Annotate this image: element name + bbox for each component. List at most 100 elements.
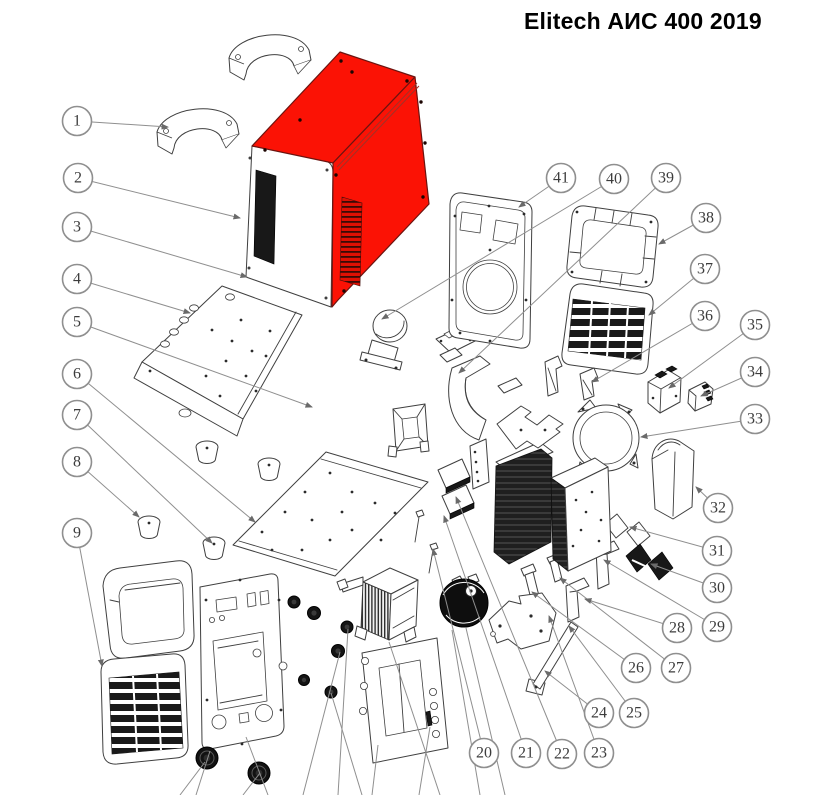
callout-circle-26 (620, 652, 652, 684)
callout-number-38: 38 (698, 210, 714, 227)
part-handle-top (228, 34, 312, 81)
callout-31: 31 (701, 535, 733, 567)
leader-line-26 (531, 591, 637, 669)
callout-circle-29 (701, 611, 733, 643)
callout-circle-41 (545, 162, 577, 194)
callout-32: 32 (702, 492, 734, 524)
callout-circle-25 (618, 697, 650, 729)
leader-line-28 (584, 598, 678, 629)
callout-circle-7 (61, 399, 93, 431)
callout-number-2: 2 (74, 170, 82, 187)
callout-35: 35 (739, 309, 771, 341)
part-mount-plate (488, 592, 557, 650)
callout-38: 38 (690, 202, 722, 234)
part-insulator-plates (604, 513, 651, 547)
leader-line-4 (76, 278, 191, 314)
callout-number-8: 8 (73, 454, 81, 471)
callout-2: 2 (62, 162, 94, 194)
callout-circle-6 (61, 358, 93, 390)
callout-circle-31 (701, 535, 733, 567)
leader-line-35 (668, 324, 756, 389)
part-knobs-and-feet (195, 595, 354, 785)
callout-1: 1 (61, 105, 93, 137)
leader-lines-to-hidden-callouts (179, 627, 506, 795)
callout-number-27: 27 (668, 660, 684, 677)
callout-circle-27 (660, 652, 692, 684)
part-heatsink-left (493, 441, 554, 565)
callout-number-36: 36 (697, 308, 713, 325)
leader-line-39 (458, 177, 667, 374)
callout-number-31: 31 (709, 543, 725, 560)
callout-circle-22 (546, 738, 578, 770)
callout-circle-30 (701, 572, 733, 604)
part-heatsink-right (550, 457, 612, 572)
callout-number-5: 5 (73, 314, 81, 331)
callout-circle-21 (510, 737, 542, 769)
callout-number-21: 21 (518, 745, 534, 762)
part-terminal-connector (687, 381, 714, 412)
leader-line-7 (76, 414, 213, 544)
callout-number-25: 25 (626, 705, 642, 722)
leader-line-offscreen (465, 627, 506, 795)
callout-circle-8 (61, 446, 93, 478)
part-outer-cover-highlighted (245, 51, 430, 308)
callout-29: 29 (701, 611, 733, 643)
callout-25: 25 (618, 697, 650, 729)
leader-line-33 (640, 418, 756, 439)
leader-line-offscreen (388, 641, 441, 795)
callout-circle-28 (661, 612, 693, 644)
leader-line-36 (591, 315, 706, 383)
part-ecore-transformer (387, 403, 430, 458)
leader-line-2 (77, 177, 241, 220)
leader-line-9 (76, 532, 104, 667)
callout-number-6: 6 (73, 366, 81, 383)
callout-30: 30 (701, 572, 733, 604)
part-handle-carry (156, 108, 240, 155)
callout-number-37: 37 (697, 261, 713, 278)
part-mount-brackets (497, 355, 599, 401)
callout-23: 23 (583, 737, 615, 769)
callout-circle-39 (650, 162, 682, 194)
callout-circle-33 (739, 403, 771, 435)
leader-line-21 (443, 515, 527, 754)
callout-circle-38 (690, 202, 722, 234)
callout-circle-36 (689, 300, 721, 332)
callout-number-1: 1 (73, 113, 81, 130)
callout-circle-32 (702, 492, 734, 524)
callout-number-39: 39 (658, 170, 674, 187)
leader-line-offscreen (195, 750, 211, 795)
leader-line-23 (548, 615, 600, 754)
part-notched-plate (496, 405, 564, 450)
callout-number-29: 29 (709, 619, 725, 636)
part-main-transformer (336, 567, 419, 643)
leader-line-offscreen (245, 736, 269, 795)
callout-27: 27 (660, 652, 692, 684)
part-front-bezel-frame (102, 560, 195, 659)
leader-line-offscreen (371, 744, 379, 795)
callout-number-4: 4 (73, 271, 81, 288)
callout-33: 33 (739, 403, 771, 435)
callout-number-24: 24 (591, 705, 607, 722)
callout-circle-9 (61, 517, 93, 549)
callout-5: 5 (61, 306, 93, 338)
part-wedge-pads (625, 543, 674, 581)
part-front-panel (199, 573, 285, 750)
callout-circle-20 (468, 737, 500, 769)
part-rear-grille (561, 283, 654, 375)
callout-circle-24 (583, 697, 615, 729)
part-rear-bezel-frame (566, 205, 659, 288)
callout-40: 40 (598, 163, 630, 195)
leader-lines-group (76, 120, 756, 755)
part-relay (647, 365, 682, 414)
callout-4: 4 (61, 263, 93, 295)
callout-circle-3 (61, 211, 93, 243)
part-side-plate (358, 637, 449, 764)
leader-line-20 (431, 548, 485, 754)
part-front-grille (100, 653, 189, 765)
leader-line-offscreen (337, 628, 349, 795)
callout-circle-4 (61, 263, 93, 295)
part-fan-ring (572, 399, 640, 473)
callout-circle-23 (583, 737, 615, 769)
